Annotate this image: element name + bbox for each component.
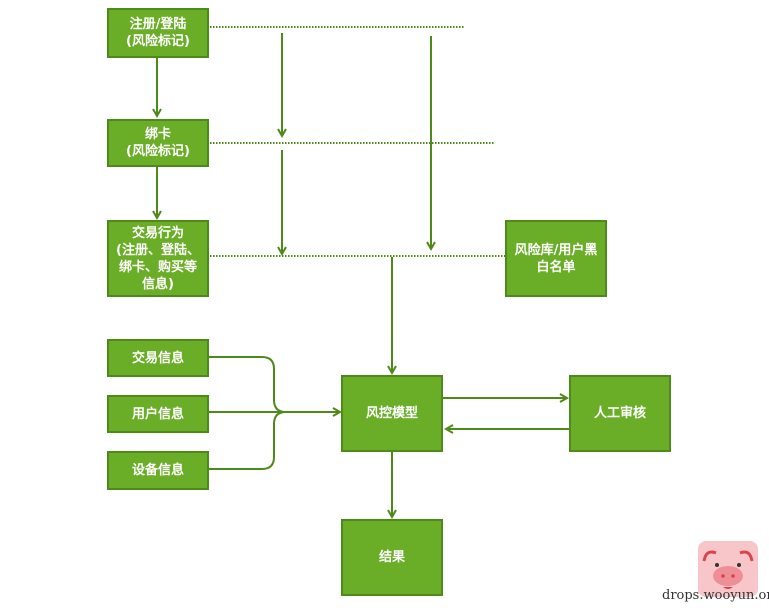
node-transaction-behavior: 交易行为 (注册、登陆、 绑卡、购买等 信息) [107, 220, 209, 297]
node-trade-info: 交易信息 [107, 339, 209, 377]
watermark-text: drops.wooyun.org [662, 588, 769, 603]
node-device-info: 设备信息 [107, 451, 209, 490]
node-risk-database: 风险库/用户黑 白名单 [505, 220, 607, 297]
edge-trade-info-to-model [209, 356, 287, 413]
node-bind-card: 绑卡 (风险标记) [107, 119, 209, 167]
node-register-login: 注册/登陆 (风险标记) [107, 8, 209, 58]
node-result: 结果 [341, 519, 443, 596]
pig-face-icon [698, 541, 758, 597]
node-manual-review: 人工审核 [569, 375, 671, 452]
node-risk-model: 风控模型 [341, 375, 443, 452]
edge-device-info-to-model [209, 411, 287, 470]
node-user-info: 用户信息 [107, 395, 209, 433]
